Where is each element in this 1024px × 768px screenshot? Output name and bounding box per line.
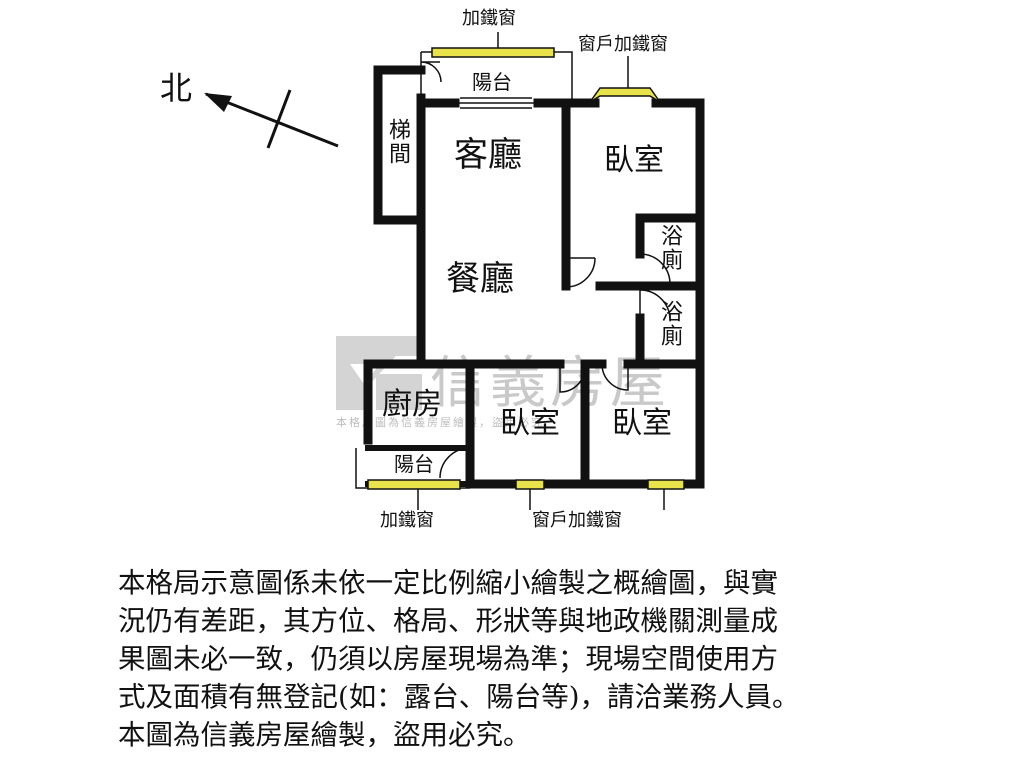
room-bedroom-top: 臥室 [604,143,664,178]
disclaimer-line: 果圖未必一致，仍須以房屋現場為準；現場空間使用方 [118,643,778,675]
room-balcony-bottom: 陽台 [394,452,434,476]
room-bedroom-bottom-left: 臥室 [500,406,560,441]
stairwell-wall [373,65,426,225]
disclaimer-line: 式及面積有無登記(如：露台、陽台等)，請洽業務人員。 [118,681,800,713]
disclaimer-line: 況仍有差距，其方位、格局、形狀等與地政機關測量成 [118,605,778,637]
disclaimer-line: 本格局示意圖係未依一定比例縮小繪製之概繪圖，與實 [118,567,778,599]
room-bath-2: 浴廁 [657,300,682,348]
kitchen-walls [363,359,475,425]
disclaimer-text: 本格局示意圖係未依一定比例縮小繪製之概繪圖，與實 況仍有差距，其方位、格局、形狀… [118,564,918,754]
room-bath-1: 浴廁 [657,224,682,272]
room-living: 客廳 [454,135,522,175]
compass-arrow-icon [204,89,339,149]
room-kitchen: 廚房 [382,387,442,422]
watermark-subtext: 本格局圖為信義房屋繪製，盜用必究 [336,416,544,429]
bedroom-top-wall [561,98,705,369]
note-window-top-left: 加鐵窗 [462,8,516,29]
room-stairs: 梯間 [385,118,410,166]
note-window-top-right: 窗戶加鐵窗 [578,34,668,55]
windows [367,47,685,490]
note-window-bottom-center: 窗戶加鐵窗 [532,510,622,531]
disclaimer-line: 本圖為信義房屋繪製，盜用必究。 [118,719,531,751]
bath-walls [595,213,705,369]
room-balcony-top: 陽台 [472,70,512,94]
floor-plan-walls [204,32,705,510]
room-bedroom-bottom-right: 臥室 [612,406,672,441]
room-dining: 餐廳 [446,259,514,299]
note-window-bottom-left: 加鐵窗 [380,510,434,531]
compass-north-label: 北 [160,69,193,107]
